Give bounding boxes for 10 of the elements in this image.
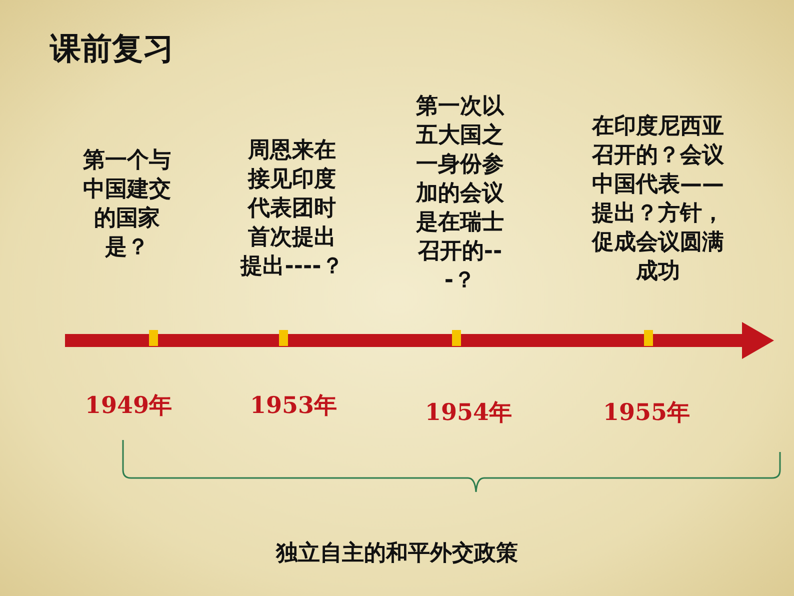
year-label: 1949年 (85, 391, 172, 421)
year-label: 1953年 (250, 391, 338, 421)
slide-title: 课前复习 (50, 30, 174, 69)
question-text: 在印度尼西亚召开的？会议中国代表——提出？方针，促成会议圆满成功 (590, 112, 725, 286)
policy-text: 独立自主的和平外交政策 (274, 540, 519, 568)
question-text: 周恩来在接见印度代表团时首次提出提出----？ (240, 137, 344, 281)
question-text: 第一次以五大国之一身份参加的会议是在瑞士召开的---？ (414, 93, 506, 295)
year-label: 1954年 (425, 398, 512, 428)
year-label: 1955年 (603, 398, 690, 428)
question-text: 第一个与中国建交的国家是？ (82, 147, 172, 262)
